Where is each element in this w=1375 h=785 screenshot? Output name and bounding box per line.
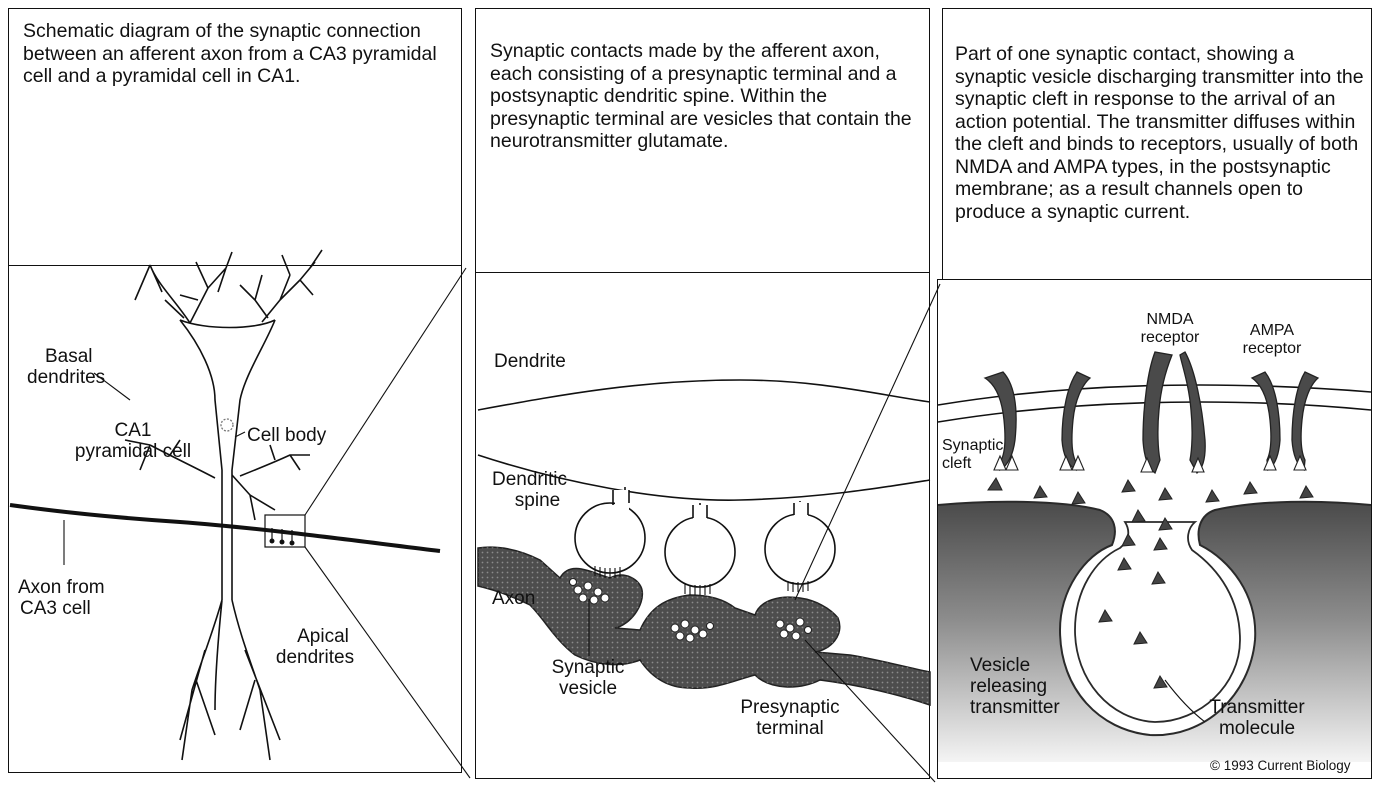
receptor-nmda-2 [1180, 352, 1205, 473]
label-presynaptic-terminal: Presynaptic terminal [725, 697, 855, 739]
label-apical-line2: dendrites [265, 647, 365, 668]
label-cleft-line2: cleft [942, 455, 1003, 473]
zoom-line-1a [305, 268, 466, 515]
label-ca1-line2: pyramidal cell [58, 441, 208, 462]
label-tm-line1: Transmitter [1192, 697, 1322, 718]
label-spine-line2: spine [482, 490, 577, 511]
label-axon-line1: Axon from [18, 577, 105, 598]
label-synaptic-cleft: Synaptic cleft [942, 437, 1003, 473]
label-ampa-line2: receptor [1232, 340, 1312, 358]
label-dendritic-spine: Dendritic spine [482, 469, 577, 511]
label-transmitter-molecule: Transmitter molecule [1192, 697, 1322, 739]
receptor-nmda-1 [1143, 352, 1172, 473]
label-axon-from-ca3: Axon from CA3 cell [18, 577, 105, 619]
label-apical-line1: Apical [265, 626, 365, 647]
label-vrt-line3: transmitter [970, 697, 1060, 718]
panel-2-caption: Synaptic contacts made by the afferent a… [490, 40, 922, 153]
copyright-notice: © 1993 Current Biology [1210, 758, 1351, 773]
label-axon: Axon [492, 588, 535, 609]
label-ampa-line1: AMPA [1232, 322, 1312, 340]
label-vrt-line2: releasing [970, 676, 1060, 697]
receptors [985, 352, 1318, 473]
dendrite-shaft-top [478, 380, 930, 410]
label-tm-line2: molecule [1192, 718, 1322, 739]
label-pt-line1: Presynaptic [725, 697, 855, 718]
zoom-line-2a [795, 284, 940, 600]
label-basal-line1: Basal [27, 346, 105, 367]
label-basal-line2: dendrites [27, 367, 105, 388]
panel-3-caption: Part of one synaptic contact, showing a … [955, 43, 1370, 223]
panel-1-caption: Schematic diagram of the synaptic connec… [23, 20, 451, 88]
label-vrt-line1: Vesicle [970, 655, 1060, 676]
label-ca1-pyramidal-cell: CA1 pyramidal cell [58, 420, 208, 462]
label-spine-line1: Dendritic [482, 469, 577, 490]
ca3-axon [10, 505, 440, 551]
label-pt-line2: terminal [725, 718, 855, 739]
label-basal-dendrites: Basal dendrites [27, 346, 105, 388]
label-ca1-line1: CA1 [58, 420, 208, 441]
label-synaptic-vesicle: Synaptic vesicle [540, 657, 636, 699]
label-cell-body: Cell body [247, 425, 326, 446]
label-nmda-line1: NMDA [1130, 311, 1210, 329]
label-sv-line2: vesicle [540, 678, 636, 699]
label-dendrite: Dendrite [494, 351, 566, 372]
label-ampa-receptor: AMPA receptor [1232, 322, 1312, 358]
ca1-pyramidal-neuron [125, 250, 322, 760]
label-sv-line1: Synaptic [540, 657, 636, 678]
label-nmda-receptor: NMDA receptor [1130, 311, 1210, 347]
nucleus [221, 419, 233, 431]
label-vesicle-releasing-transmitter: Vesicle releasing transmitter [970, 655, 1060, 718]
label-nmda-line2: receptor [1130, 329, 1210, 347]
label-axon-line2: CA3 cell [18, 598, 105, 619]
label-cleft-line1: Synaptic [942, 437, 1003, 455]
label-apical-dendrites: Apical dendrites [265, 626, 365, 668]
